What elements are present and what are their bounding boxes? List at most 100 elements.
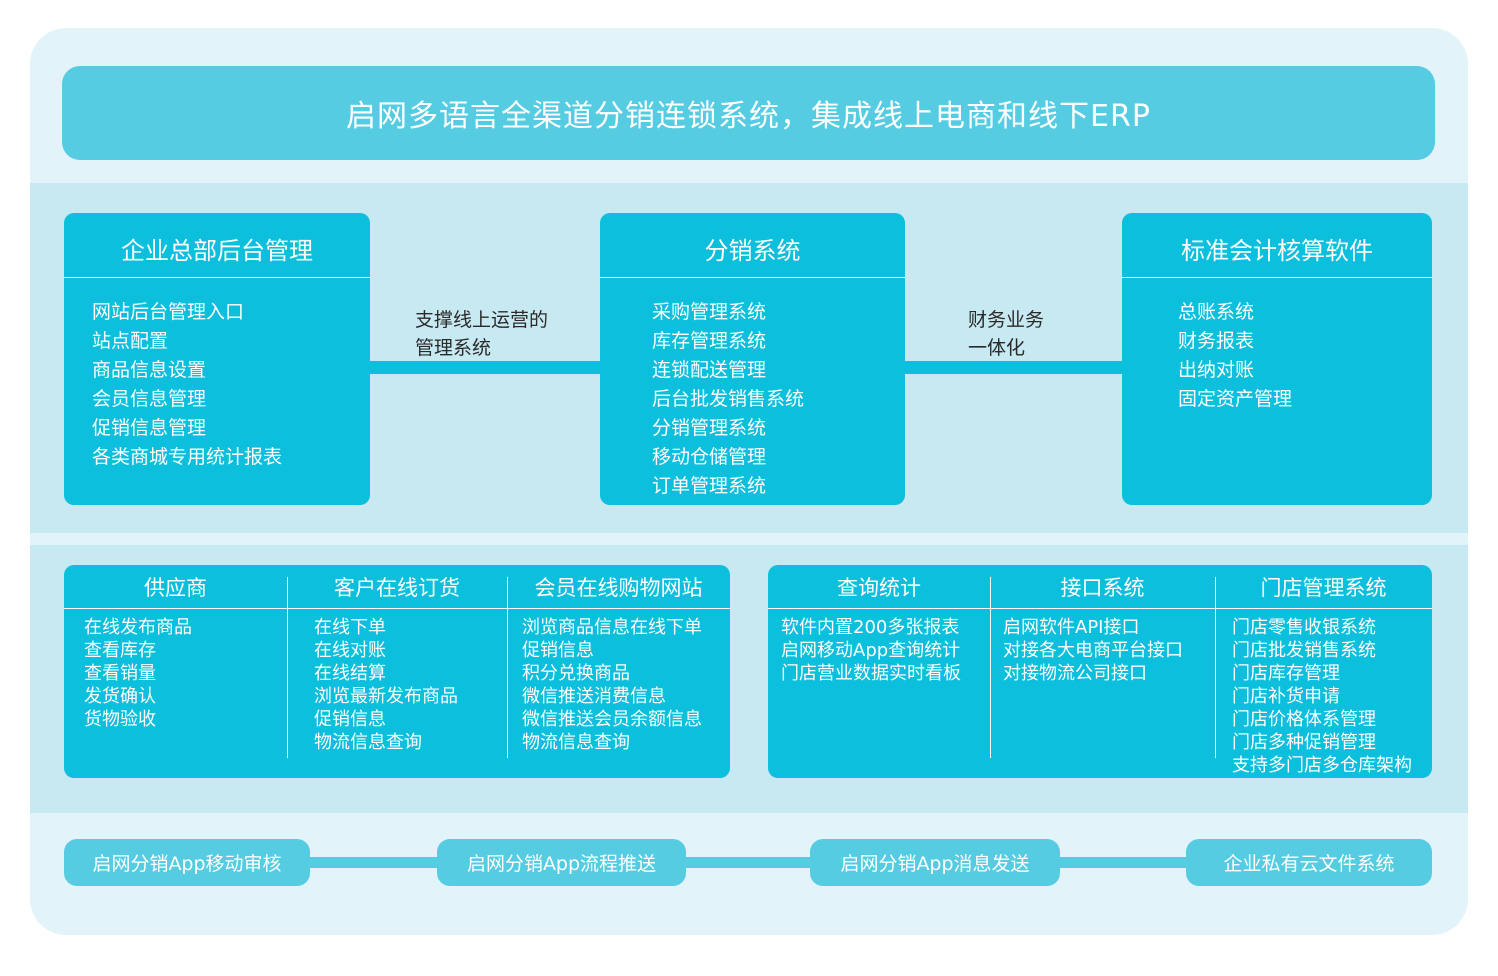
list-item: 启网移动App查询统计	[781, 640, 961, 661]
list-item: 在线发布商品	[84, 617, 192, 638]
list-item: 对接各大电商平台接口	[1003, 640, 1183, 661]
list-item: 货物验收	[84, 709, 156, 730]
node-label: 启网分销App消息发送	[840, 853, 1030, 875]
node-connector	[680, 857, 818, 868]
list-item: 订单管理系统	[652, 475, 767, 497]
box-title: 企业总部后台管理	[64, 213, 370, 278]
list-item: 后台批发销售系统	[652, 388, 805, 410]
list-item: 浏览最新发布商品	[314, 686, 458, 707]
list-item: 门店库存管理	[1232, 663, 1340, 684]
list-item: 对接物流公司接口	[1003, 663, 1147, 684]
box-hq-backoffice: 企业总部后台管理 网站后台管理入口 站点配置 商品信息设置 会员信息管理 促销信…	[64, 213, 370, 505]
list-item: 网站后台管理入口	[92, 301, 245, 323]
connector-label-line: 管理系统	[415, 337, 492, 359]
group-header-rule	[768, 608, 1432, 609]
box-title: 标准会计核算软件	[1122, 213, 1432, 278]
column-title: 接口系统	[1060, 575, 1145, 600]
connector-label-line: 财务业务	[968, 309, 1045, 331]
column-divider	[507, 577, 508, 758]
list-item: 门店补货申请	[1232, 686, 1340, 707]
node-private-cloud-files: 企业私有云文件系统	[1186, 839, 1432, 886]
node-connector	[305, 857, 445, 868]
column-item-list: 浏览商品信息在线下单 促销信息 积分兑换商品 微信推送消费信息 微信推送会员余额…	[507, 608, 730, 754]
list-item: 固定资产管理	[1178, 388, 1293, 410]
list-item: 物流信息查询	[522, 732, 630, 753]
column-store-management: 门店管理系统 门店零售收银系统 门店批发销售系统 门店库存管理 门店补货申请 门…	[1215, 565, 1432, 778]
connector-label-line: 一体化	[968, 337, 1026, 359]
list-item: 支持多门店多仓库架构	[1232, 755, 1412, 776]
node-connector	[1055, 857, 1195, 868]
list-item: 站点配置	[92, 330, 169, 352]
list-item: 促销信息管理	[92, 417, 207, 439]
box-accounting-software: 标准会计核算软件 总账系统 财务报表 出纳对账 固定资产管理	[1122, 213, 1432, 505]
group-header-rule	[64, 608, 730, 609]
list-item: 物流信息查询	[314, 732, 422, 753]
list-item: 移动仓储管理	[652, 446, 767, 468]
group-stats-interfaces-stores: 查询统计 软件内置200多张报表 启网移动App查询统计 门店营业数据实时看板 …	[768, 565, 1432, 778]
list-item: 启网软件API接口	[1003, 617, 1140, 638]
node-label: 启网分销App流程推送	[466, 853, 657, 875]
page-title: 启网多语言全渠道分销连锁系统，集成线上电商和线下ERP	[346, 99, 1151, 134]
column-divider	[287, 577, 288, 758]
connector-label-left: 支撑线上运营的 管理系统	[415, 306, 548, 362]
column-item-list: 软件内置200多张报表 启网移动App查询统计 门店营业数据实时看板	[768, 608, 990, 685]
list-item: 分销管理系统	[652, 417, 767, 439]
list-item: 门店零售收银系统	[1232, 617, 1376, 638]
list-item: 连锁配送管理	[652, 359, 767, 381]
box-item-list: 采购管理系统 库存管理系统 连锁配送管理 后台批发销售系统 分销管理系统 移动仓…	[600, 278, 905, 501]
list-item: 促销信息	[314, 709, 386, 730]
column-member-shop: 会员在线购物网站 浏览商品信息在线下单 促销信息 积分兑换商品 微信推送消费信息…	[507, 565, 730, 778]
column-item-list: 启网软件API接口 对接各大电商平台接口 对接物流公司接口	[990, 608, 1215, 685]
list-item: 软件内置200多张报表	[781, 617, 960, 638]
list-item: 微信推送消费信息	[522, 686, 666, 707]
list-item: 库存管理系统	[652, 330, 767, 352]
title-banner: 启网多语言全渠道分销连锁系统，集成线上电商和线下ERP	[62, 66, 1435, 160]
column-interface-system: 接口系统 启网软件API接口 对接各大电商平台接口 对接物流公司接口	[990, 565, 1215, 778]
list-item: 商品信息设置	[92, 359, 207, 381]
connector-label-line: 支撑线上运营的	[415, 309, 549, 331]
connector-label-right: 财务业务 一体化	[968, 306, 1044, 362]
column-title: 会员在线购物网站	[534, 575, 703, 600]
list-item: 微信推送会员余额信息	[522, 709, 702, 730]
node-app-message-send: 启网分销App消息发送	[810, 839, 1060, 886]
node-app-workflow-push: 启网分销App流程推送	[437, 839, 686, 886]
node-label: 启网分销App移动审核	[92, 853, 282, 875]
column-item-list: 在线下单 在线对账 在线结算 浏览最新发布商品 促销信息 物流信息查询	[287, 608, 507, 754]
list-item: 查看库存	[84, 640, 156, 661]
list-item: 门店多种促销管理	[1232, 732, 1376, 753]
column-divider	[990, 577, 991, 758]
column-divider	[1215, 577, 1216, 758]
column-item-list: 在线发布商品 查看库存 查看销量 发货确认 货物验收	[64, 608, 287, 731]
column-title: 供应商	[144, 575, 207, 600]
node-app-mobile-approval: 启网分销App移动审核	[64, 839, 310, 886]
box-item-list: 网站后台管理入口 站点配置 商品信息设置 会员信息管理 促销信息管理 各类商城专…	[64, 278, 370, 472]
column-query-stats: 查询统计 软件内置200多张报表 启网移动App查询统计 门店营业数据实时看板	[768, 565, 990, 778]
list-item: 浏览商品信息在线下单	[522, 617, 702, 638]
list-item: 会员信息管理	[92, 388, 207, 410]
list-item: 各类商城专用统计报表	[92, 446, 283, 468]
list-item: 在线下单	[314, 617, 386, 638]
list-item: 总账系统	[1178, 301, 1255, 323]
list-item: 在线结算	[314, 663, 386, 684]
column-item-list: 门店零售收银系统 门店批发销售系统 门店库存管理 门店补货申请 门店价格体系管理…	[1215, 608, 1432, 777]
list-item: 门店批发销售系统	[1232, 640, 1376, 661]
connector-bar-left	[370, 361, 600, 374]
box-title: 分销系统	[600, 213, 905, 278]
node-label: 企业私有云文件系统	[1223, 853, 1395, 875]
column-title: 门店管理系统	[1260, 575, 1387, 600]
column-supplier: 供应商 在线发布商品 查看库存 查看销量 发货确认 货物验收	[64, 565, 287, 778]
list-item: 门店价格体系管理	[1232, 709, 1376, 730]
column-title: 客户在线订货	[334, 575, 460, 600]
list-item: 采购管理系统	[652, 301, 767, 323]
connector-bar-right	[905, 361, 1122, 374]
list-item: 财务报表	[1178, 330, 1255, 352]
list-item: 发货确认	[84, 686, 156, 707]
list-item: 促销信息	[522, 640, 594, 661]
list-item: 查看销量	[84, 663, 156, 684]
box-item-list: 总账系统 财务报表 出纳对账 固定资产管理	[1122, 278, 1432, 414]
list-item: 积分兑换商品	[522, 663, 630, 684]
column-title: 查询统计	[837, 575, 921, 600]
box-distribution-system: 分销系统 采购管理系统 库存管理系统 连锁配送管理 后台批发销售系统 分销管理系…	[600, 213, 905, 505]
list-item: 门店营业数据实时看板	[781, 663, 961, 684]
